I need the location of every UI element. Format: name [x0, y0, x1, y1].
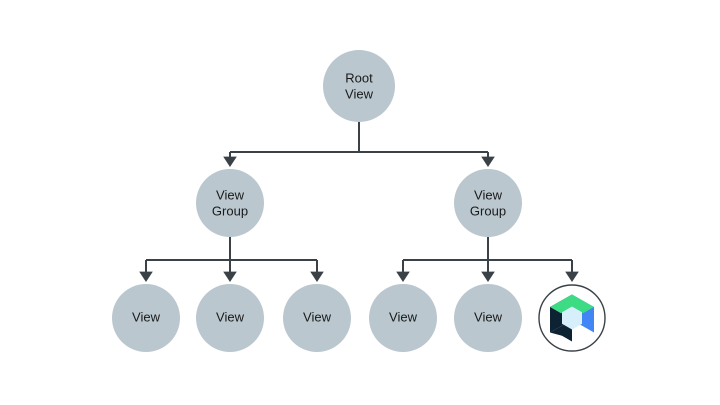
node-view-group-left-circle	[196, 169, 264, 237]
node-view-3[interactable]: View	[283, 284, 351, 352]
node-compose[interactable]	[538, 284, 606, 352]
edge-group-root	[223, 122, 495, 167]
node-view-2-label: View	[216, 309, 245, 324]
node-root-view-circle	[323, 50, 395, 122]
compose-logo-top-face	[550, 294, 594, 314]
node-view-4-label: View	[389, 309, 418, 324]
node-view-group-left[interactable]: View Group	[196, 169, 264, 237]
node-view-1-label: View	[132, 309, 161, 324]
edge-group-left	[139, 237, 324, 282]
node-view-1-circle	[112, 284, 180, 352]
compose-logo-inner-hexagon	[562, 306, 582, 330]
node-view-2[interactable]: View	[196, 284, 264, 352]
node-view-4-circle	[369, 284, 437, 352]
node-view-1[interactable]: View	[112, 284, 180, 352]
node-view-2-circle	[196, 284, 264, 352]
node-view-group-right[interactable]: View Group	[454, 169, 522, 237]
node-root-view-label-2: View	[345, 86, 374, 101]
jetpack-compose-logo-icon	[550, 294, 594, 342]
node-view-group-right-label: View	[474, 187, 503, 202]
node-view-group-right-circle	[454, 169, 522, 237]
edge-group-right	[396, 237, 579, 282]
node-view-5-label: View	[474, 309, 503, 324]
node-view-group-right-label-2: Group	[470, 203, 506, 218]
node-view-group-left-label: View	[216, 187, 245, 202]
node-view-4[interactable]: View	[369, 284, 437, 352]
node-view-5[interactable]: View	[454, 284, 522, 352]
node-view-3-circle	[283, 284, 351, 352]
node-view-3-label: View	[303, 309, 332, 324]
node-root-view-label: Root	[345, 70, 373, 85]
node-root-view[interactable]: Root View	[323, 50, 395, 122]
node-view-group-left-label-2: Group	[212, 203, 248, 218]
node-view-5-circle	[454, 284, 522, 352]
